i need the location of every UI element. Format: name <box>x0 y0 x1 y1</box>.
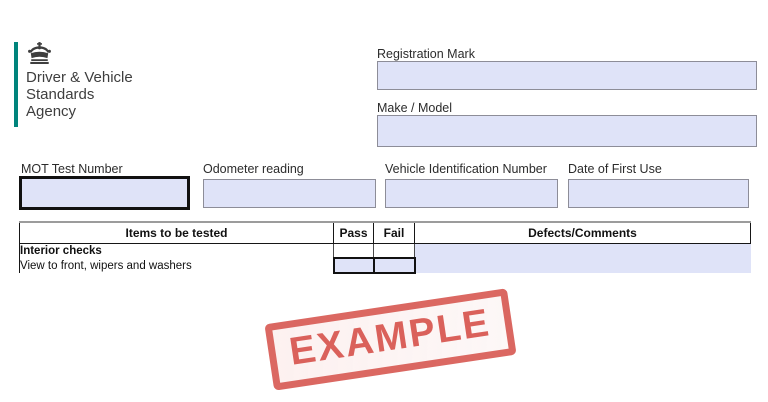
dvsa-accent-bar <box>14 42 18 127</box>
interior-checks-fail-cell <box>373 243 415 258</box>
vehicle-identification-number-input[interactable] <box>385 179 558 208</box>
make-model-input[interactable] <box>377 115 757 147</box>
logo-line-2: Standards <box>26 86 95 103</box>
defects-comments-input-area[interactable] <box>414 243 751 273</box>
mot-test-number-input[interactable] <box>19 176 190 210</box>
example-stamp: EXAMPLE <box>264 288 517 391</box>
mot-test-number-label: MOT Test Number <box>21 162 123 176</box>
date-of-first-use-input[interactable] <box>568 179 749 208</box>
logo-line-3: Agency <box>26 103 77 120</box>
date-of-first-use-label: Date of First Use <box>568 162 662 176</box>
col-header-defects-comments: Defects/Comments <box>414 221 751 244</box>
view-to-front-item-label: View to front, wipers and washers <box>19 258 334 273</box>
registration-mark-label: Registration Mark <box>377 47 475 61</box>
registration-mark-input[interactable] <box>377 61 757 90</box>
table-header-row: Items to be tested Pass Fail Defects/Com… <box>19 221 751 244</box>
col-header-items-to-be-tested: Items to be tested <box>19 221 334 244</box>
view-to-front-pass-checkbox[interactable] <box>332 257 375 274</box>
table-row-view-to-front: View to front, wipers and washers <box>19 257 751 274</box>
logo-line-1: Driver & Vehicle <box>26 69 133 86</box>
col-header-pass: Pass <box>333 221 374 244</box>
make-model-label: Make / Model <box>377 101 453 115</box>
dvsa-logo-text: Driver & Vehicle Standards Agency <box>26 69 133 120</box>
odometer-reading-input[interactable] <box>203 179 376 208</box>
interior-checks-section-label: Interior checks <box>19 243 334 258</box>
vehicle-identification-number-label: Vehicle Identification Number <box>385 162 547 176</box>
odometer-reading-label: Odometer reading <box>203 162 304 176</box>
view-to-front-fail-checkbox[interactable] <box>372 257 416 274</box>
interior-checks-pass-cell <box>333 243 374 258</box>
col-header-fail: Fail <box>373 221 415 244</box>
example-stamp-text: EXAMPLE <box>286 301 494 374</box>
table-row-interior-checks: Interior checks <box>19 243 751 273</box>
items-to-be-tested-table: Items to be tested Pass Fail Defects/Com… <box>19 221 751 274</box>
crown-icon <box>28 42 51 65</box>
